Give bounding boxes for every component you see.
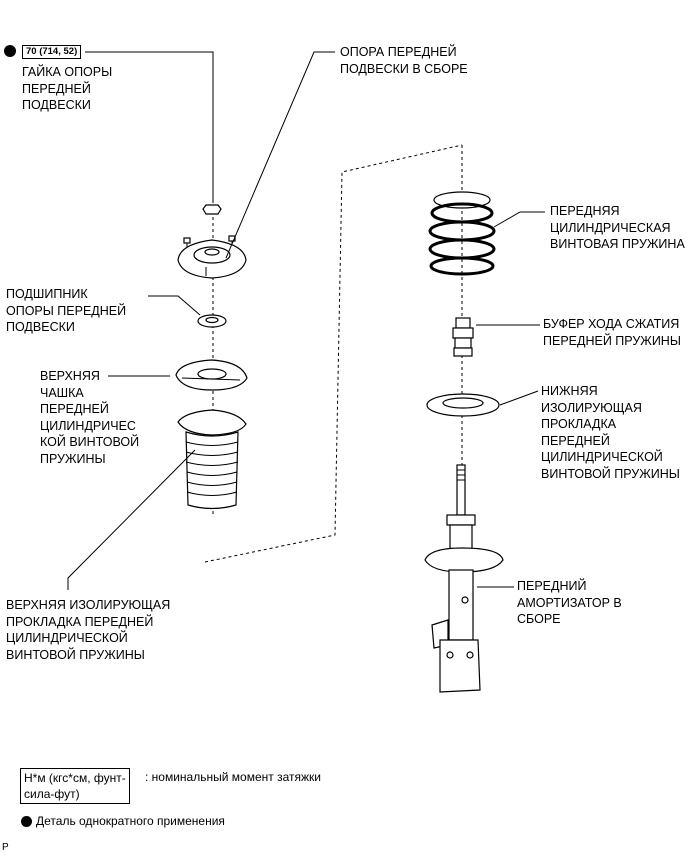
- lower-insulator-part: [426, 393, 500, 417]
- bump-stopper-part: [452, 317, 474, 357]
- suspension-support-part: [177, 235, 247, 279]
- label-bump-stopper: БУФЕР ХОДА СЖАТИЯ ПЕРЕДНЕЙ ПРУЖИНЫ: [543, 317, 681, 348]
- single-use-marker-icon: [4, 45, 16, 57]
- label-upper-insulator: ВЕРХНЯЯ ИЗОЛИРУЮЩАЯ ПРОКЛАДКА ПЕРЕДНЕЙ Ц…: [6, 598, 171, 662]
- label-bearing: ПОДШИПНИК ОПОРЫ ПЕРЕДНЕЙ ПОДВЕСКИ: [6, 287, 127, 334]
- transfer-path: [204, 144, 463, 563]
- bearing-part: [197, 314, 227, 328]
- legend-single-use: Деталь однократного применения: [36, 814, 225, 828]
- legend-single-use-icon: [21, 816, 32, 827]
- upper-insulator-part: [177, 409, 247, 510]
- label-upper-seat: ВЕРХНЯЯ ЧАШКА ПЕРЕДНЕЙ ЦИЛИНДРИЧЕС КОЙ В…: [40, 369, 140, 466]
- label-suspension-support: ОПОРА ПЕРЕДНЕЙ ПОДВЕСКИ В СБОРЕ: [340, 45, 468, 76]
- legend-torque-desc: : номинальный момент затяжки: [145, 770, 321, 784]
- torque-spec-box: 70 (714, 52): [22, 45, 82, 59]
- label-coil-spring: ПЕРЕДНЯЯ ЦИЛИНДРИЧЕСКАЯ ВИНТОВАЯ ПРУЖИНА: [550, 204, 685, 251]
- coil-spring-part: [428, 191, 496, 276]
- leader-lines: [67, 51, 545, 590]
- label-shock-absorber: ПЕРЕДНИЙ АМОРТИЗАТОР В СБОРЕ: [517, 579, 622, 626]
- label-lower-insulator: НИЖНЯЯ ИЗОЛИРУЮЩАЯ ПРОКЛАДКА ПЕРЕДНЕЙ ЦИ…: [541, 384, 680, 481]
- footer-code: P: [2, 842, 9, 853]
- label-support-nut: ГАЙКА ОПОРЫ ПЕРЕДНЕЙ ПОДВЕСКИ: [22, 65, 113, 112]
- legend-torque-unit: Н*м (кгс*см, фунт- сила-фут): [20, 768, 130, 804]
- upper-seat-part: [175, 359, 248, 391]
- support-nut-part: [202, 204, 222, 215]
- shock-absorber-part: [424, 464, 504, 693]
